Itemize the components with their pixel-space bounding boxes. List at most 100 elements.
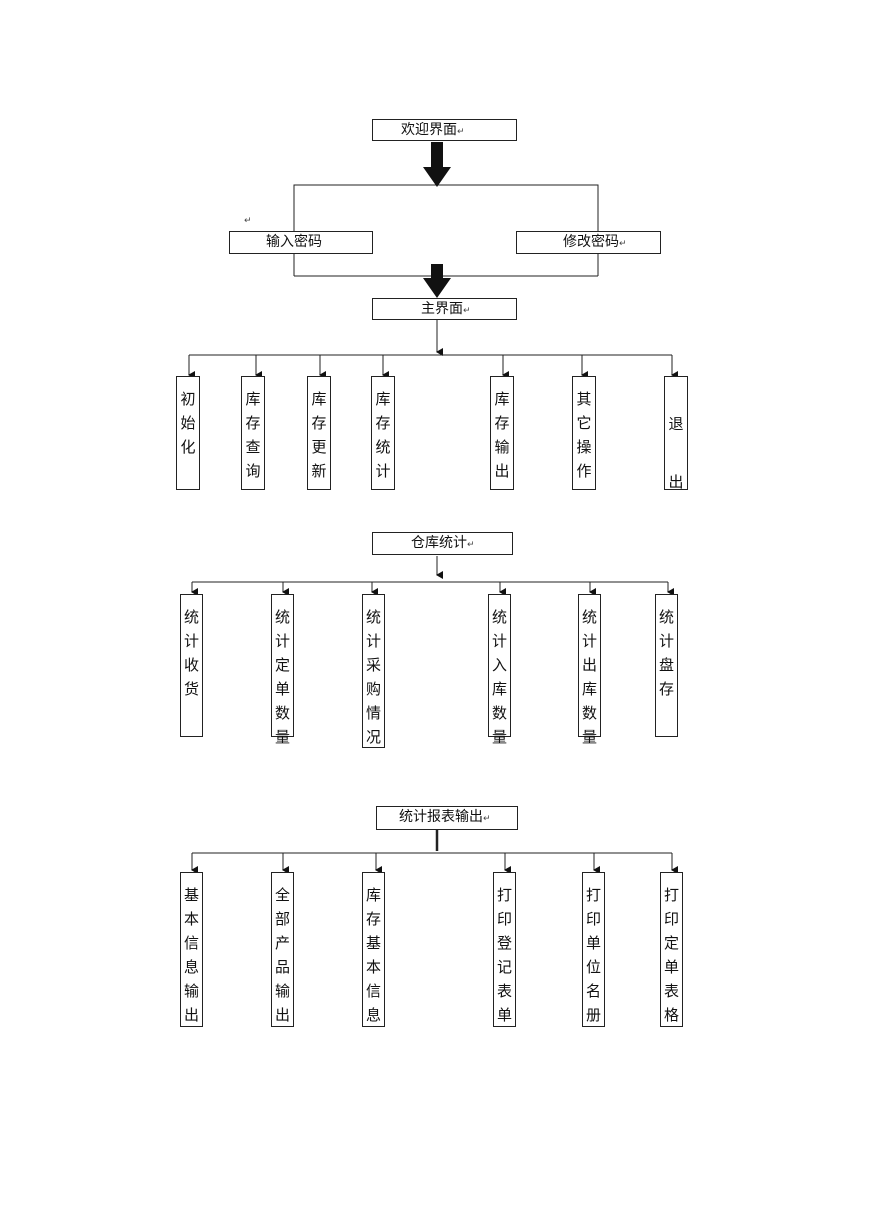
statistics-child-label: 统计出库数量 — [579, 605, 600, 749]
report-child: 打印单位名册 — [582, 872, 605, 1027]
label-char: 出 — [581, 656, 597, 674]
main-child-update: 库存更新 — [307, 376, 331, 490]
bold-arrow-2 — [423, 264, 451, 298]
label-char: 计 — [183, 632, 199, 650]
label-char: 信 — [183, 934, 199, 952]
label-char: 统 — [274, 608, 290, 626]
label-char: 输 — [494, 438, 510, 456]
report-child-label: 基本信息输出 — [181, 883, 202, 1027]
report-child: 全部产品输出 — [271, 872, 294, 1027]
label-char: 计 — [365, 632, 381, 650]
statistics-child-label: 统计入库数量 — [489, 605, 510, 749]
label-char: 化 — [180, 438, 196, 456]
label-char: 新 — [311, 462, 327, 480]
label-char: 始 — [180, 414, 196, 432]
report-child-label: 全部产品输出 — [272, 883, 293, 1027]
welcome-label: 欢迎界面 — [401, 122, 457, 138]
statistics-child: 统计收货 — [180, 594, 203, 737]
label-char: 出 — [668, 473, 684, 491]
label-char: 它 — [576, 414, 592, 432]
report-child-label: 打印单位名册 — [583, 883, 604, 1027]
label-char: 统 — [183, 608, 199, 626]
label-char: 购 — [365, 680, 381, 698]
label-char: 品 — [274, 958, 290, 976]
main-child-output: 库存输出 — [490, 376, 514, 490]
label-char: 存 — [245, 414, 261, 432]
statistics-child-label: 统计采购情况 — [363, 605, 384, 749]
bold-arrow-1 — [423, 142, 451, 187]
main-label: 主界面 — [421, 301, 463, 317]
label-char: 印 — [663, 910, 679, 928]
label-char: 输 — [274, 982, 290, 1000]
label-char: 数 — [274, 704, 290, 722]
label-char: 计 — [375, 462, 391, 480]
label-char: 操 — [576, 438, 592, 456]
report-child-label: 打印定单表格 — [661, 883, 682, 1027]
label-char: 打 — [663, 886, 679, 904]
main-child-exit: 退出 — [664, 376, 688, 491]
label-char: 存 — [494, 414, 510, 432]
label-char: 统 — [658, 608, 674, 626]
label-char: 存 — [375, 414, 391, 432]
login-box: 输入密码 — [229, 231, 373, 254]
label-char: 单 — [585, 934, 601, 952]
label-char: 统 — [375, 438, 391, 456]
statistics-child-label: 统计收货 — [181, 605, 202, 701]
statistics-box: 仓库统计↵ — [372, 532, 513, 555]
label-char: 基 — [183, 886, 199, 904]
label-char: 库 — [311, 390, 327, 408]
welcome-split-line — [293, 184, 599, 233]
label-char: 单 — [274, 680, 290, 698]
label-char: 库 — [581, 680, 597, 698]
label-char: 询 — [245, 462, 261, 480]
paragraph-mark: ↵ — [457, 127, 465, 137]
label-char: 单 — [663, 958, 679, 976]
label-char: 册 — [585, 1006, 601, 1024]
main-child-stats: 库存统计 — [371, 376, 395, 490]
label-char: 本 — [183, 910, 199, 928]
label-char: 基 — [365, 934, 381, 952]
change-password-box: 修改密码↵ — [516, 231, 661, 254]
paragraph-mark: ↵ — [619, 239, 627, 249]
report-child: 打印登记表单 — [493, 872, 516, 1027]
statistics-title: 仓库统计 — [411, 535, 467, 551]
main-child-init: 初始化 — [176, 376, 200, 490]
label-char: 库 — [365, 886, 381, 904]
label-char: 信 — [365, 982, 381, 1000]
label-char: 格 — [663, 1006, 679, 1024]
main-box: 主界面↵ — [372, 298, 517, 320]
label-char: 存 — [658, 680, 674, 698]
label-char: 印 — [496, 910, 512, 928]
login-label: 输入密码 — [266, 234, 322, 250]
label-char: 库 — [245, 390, 261, 408]
statistics-child: 统计定单数量 — [271, 594, 294, 746]
main-child-label: 库存统计 — [372, 387, 394, 483]
statistics-child: 统计出库数量 — [578, 594, 601, 746]
label-char: 查 — [245, 438, 261, 456]
label-char: 产 — [274, 934, 290, 952]
label-char: 登 — [496, 934, 512, 952]
paragraph-mark: ↵ — [467, 540, 475, 550]
paragraph-mark: ↵ — [463, 306, 471, 316]
statistics-child: 统计盘存 — [655, 594, 678, 737]
label-char: 货 — [183, 680, 199, 698]
paragraph-mark: ↵ — [483, 814, 491, 824]
label-char: 统 — [365, 608, 381, 626]
report-child: 打印定单表格 — [660, 872, 683, 1027]
label-char: 印 — [585, 910, 601, 928]
label-char: 表 — [496, 982, 512, 1000]
main-child-label: 库存查询 — [242, 387, 264, 483]
label-char: 初 — [180, 390, 196, 408]
label-char: 统 — [491, 608, 507, 626]
statistics-child: 统计采购情况 — [362, 594, 385, 748]
main-child-label: 其它操作 — [573, 387, 595, 483]
main-child-label: 库存更新 — [308, 387, 330, 483]
label-char: 全 — [274, 886, 290, 904]
label-char: 库 — [491, 680, 507, 698]
label-char: 量 — [274, 728, 290, 746]
label-char: 数 — [491, 704, 507, 722]
label-char: 位 — [585, 958, 601, 976]
statistics-child-label: 统计定单数量 — [272, 605, 293, 749]
main-child-label: 退出 — [665, 395, 687, 511]
